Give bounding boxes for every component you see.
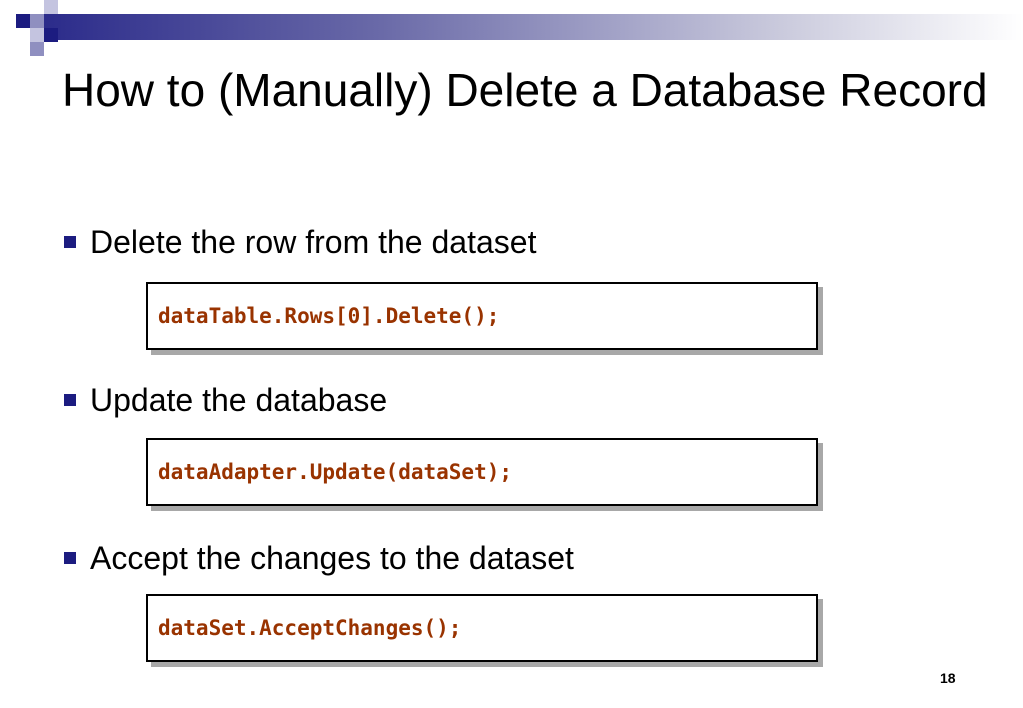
code-snippet: dataSet.AcceptChanges(); <box>158 616 462 640</box>
code-box: dataAdapter.Update(dataSet); <box>146 438 818 506</box>
code-snippet: dataTable.Rows[0].Delete(); <box>158 304 500 328</box>
code-snippet: dataAdapter.Update(dataSet); <box>158 460 513 484</box>
slide-title: How to (Manually) Delete a Database Reco… <box>62 64 988 116</box>
square-bullet-icon <box>64 394 76 406</box>
bullet-text: Update the database <box>90 382 388 418</box>
code-box: dataSet.AcceptChanges(); <box>146 594 818 662</box>
square-bullet-icon <box>64 552 76 564</box>
bullet-item: Update the database <box>64 380 387 420</box>
bullet-text: Delete the row from the dataset <box>90 224 537 260</box>
page-number: 18 <box>940 670 956 686</box>
bullet-item: Accept the changes to the dataset <box>64 538 574 578</box>
bullet-text: Accept the changes to the dataset <box>90 540 574 576</box>
bullet-item: Delete the row from the dataset <box>64 222 536 262</box>
code-box: dataTable.Rows[0].Delete(); <box>146 282 818 350</box>
header-gradient-bar <box>36 14 1023 40</box>
square-bullet-icon <box>64 236 76 248</box>
